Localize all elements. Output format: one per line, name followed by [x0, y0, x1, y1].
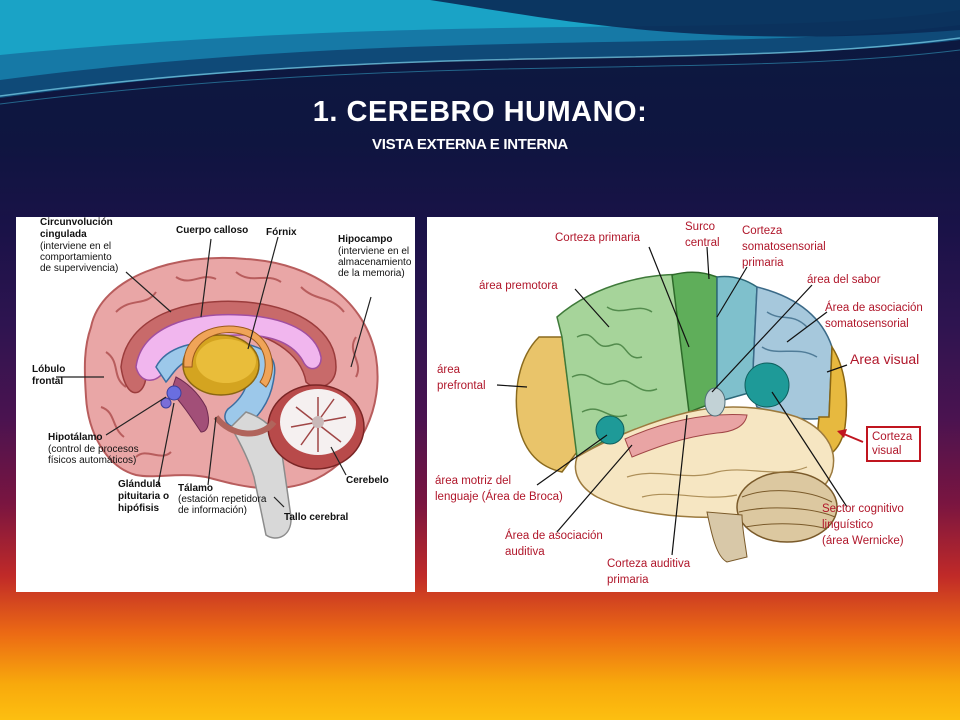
label-corteza-visual-2: visual — [872, 445, 902, 457]
label-auditiva-primaria-2: primaria — [607, 574, 649, 586]
label-sector-cognitivo-2: linguístico — [822, 519, 874, 531]
label-sector-cognitivo: Sector cognitivo — [822, 503, 904, 515]
label-somatosensorial: Corteza — [742, 225, 783, 237]
label-lobulo-2: frontal — [32, 376, 64, 387]
label-tallo-cerebral: Tallo cerebral — [284, 512, 349, 523]
label-corteza-primaria: Corteza primaria — [555, 232, 640, 244]
label-cuerpo-calloso: Cuerpo calloso — [176, 225, 249, 236]
label-glandula-2: pituitaria o — [118, 491, 170, 502]
label-broca-2: lenguaje (Área de Broca) — [435, 491, 563, 503]
label-circunvolucion-2: cingulada — [40, 229, 87, 240]
label-talamo: Tálamo — [178, 483, 214, 494]
label-somatosensorial-3: primaria — [742, 257, 784, 269]
label-corteza-visual: Corteza — [872, 431, 913, 443]
label-hipocampo-2: (interviene en el — [338, 246, 410, 257]
label-circunvolucion: Circunvolución — [40, 217, 113, 228]
label-hipocampo: Hipocampo — [338, 234, 393, 245]
label-surco-2: central — [685, 237, 720, 249]
label-hipocampo-3: almacenamiento — [338, 257, 412, 268]
label-asoc-auditiva-2: auditiva — [505, 546, 545, 558]
label-sector-cognitivo-3: (área Wernicke) — [822, 535, 904, 547]
label-area-premotora: área premotora — [479, 280, 558, 292]
label-hipotalamo: Hipotálamo — [48, 432, 103, 443]
slide-title: 1. CEREBRO HUMANO: — [312, 96, 648, 128]
internal-brain-diagram: Circunvolución cingulada (interviene en … — [16, 217, 415, 592]
label-prefrontal-2: prefrontal — [437, 380, 486, 392]
label-asoc-auditiva: Área de asociación — [505, 530, 603, 542]
label-glandula: Glándula — [118, 479, 161, 490]
label-fornix: Fórnix — [266, 227, 297, 238]
label-auditiva-primaria: Corteza auditiva — [607, 558, 691, 570]
label-area-sabor: área del sabor — [807, 274, 881, 286]
label-hipotalamo-2: (control de procesos — [48, 444, 139, 455]
external-brain-diagram: Corteza primaria Surco central Corteza s… — [427, 217, 938, 592]
label-circunvolucion-5: de supervivencia) — [40, 263, 119, 274]
label-hipocampo-4: de la memoria) — [338, 268, 405, 279]
label-glandula-3: hipófisis — [118, 503, 160, 514]
header-swoosh — [0, 0, 960, 105]
label-somatosensorial-2: somatosensorial — [742, 241, 826, 253]
label-circunvolucion-4: comportamiento — [40, 252, 112, 263]
label-lobulo: Lóbulo — [32, 364, 66, 375]
label-area-visual: Area visual — [850, 351, 920, 367]
corteza-visual-box: Corteza visual — [866, 426, 921, 462]
label-cerebelo: Cerebelo — [346, 475, 389, 486]
label-broca: área motriz del — [435, 475, 512, 487]
sagittal-brain-illustration — [56, 236, 379, 539]
label-circunvolucion-3: (interviene en el — [40, 241, 112, 252]
label-talamo-2: (estación repetidora — [178, 494, 267, 505]
label-surco: Surco — [685, 221, 716, 233]
label-hipotalamo-3: físicos automáticos) — [48, 455, 137, 466]
slide-subtitle: VISTA EXTERNA E INTERNA — [372, 136, 568, 153]
lateral-brain-illustration — [496, 246, 864, 563]
label-prefrontal: área — [437, 364, 461, 376]
label-asoc-somatosensorial-2: somatosensorial — [825, 318, 909, 330]
label-asoc-somatosensorial: Área de asociación — [825, 302, 923, 314]
label-talamo-3: de información) — [178, 505, 247, 516]
